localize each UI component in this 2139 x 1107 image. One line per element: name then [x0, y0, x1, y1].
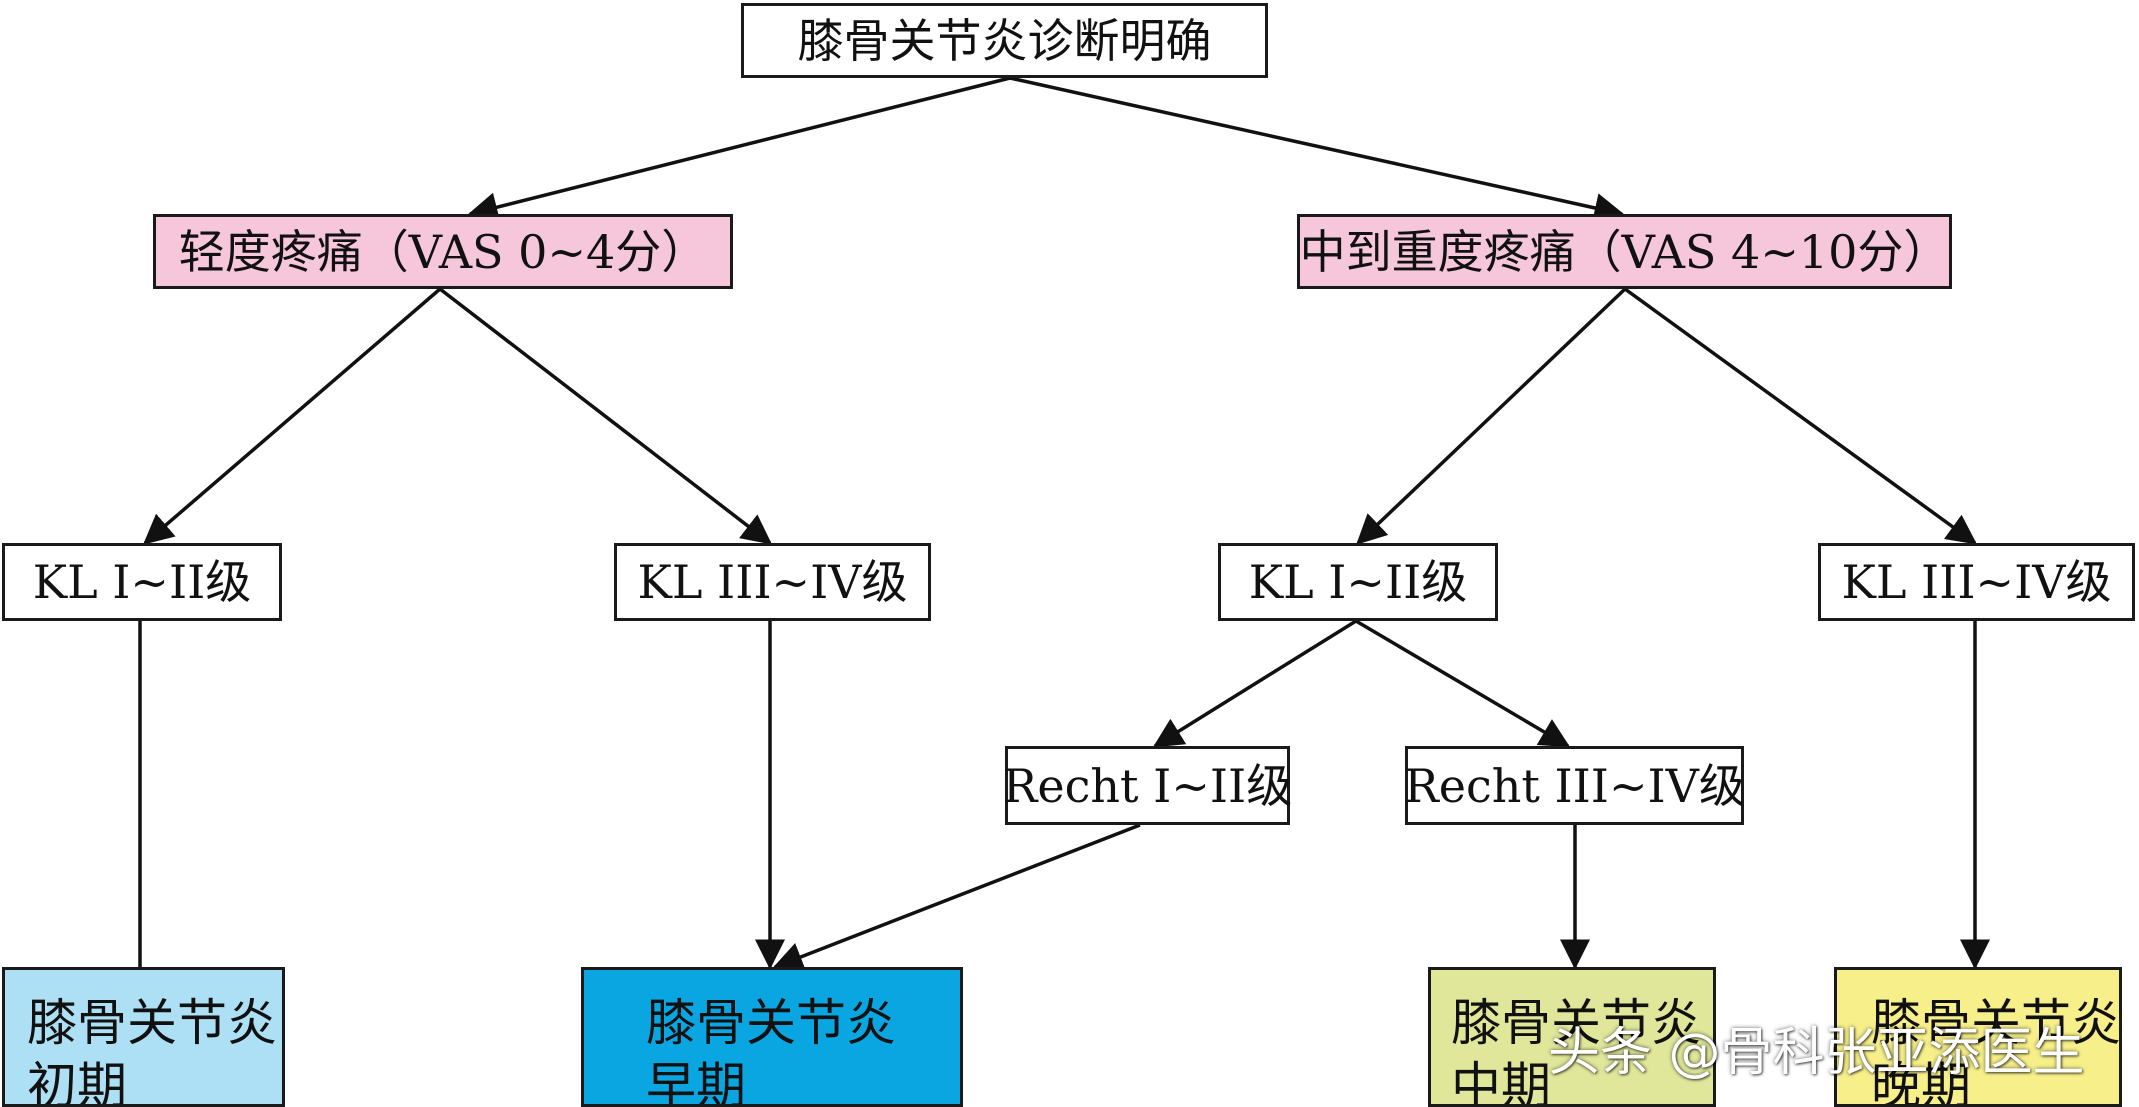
severe-kl-3-4-box: KL III~IV级: [1818, 543, 2135, 621]
stage-middle-line-2: 中期: [1451, 1055, 1551, 1107]
stage-initial-line-1: 膝骨关节炎: [27, 992, 277, 1055]
moderate-severe-pain-box: 中到重度疼痛（VAS 4~10分）: [1297, 214, 1952, 289]
arrow-kl-1-2-to-recht-1-2: [1155, 621, 1356, 746]
arrow-root-to-moderate-severe-pain: [1010, 78, 1622, 214]
severe-kl-1-2-box: KL I~II级: [1218, 543, 1498, 621]
arrow-mild-pain-to-kl-1-2: [145, 289, 440, 543]
arrow-severe-pain-to-kl-3-4: [1625, 289, 1975, 543]
root-diagnosis-box: 膝骨关节炎诊断明确: [741, 3, 1268, 78]
arrow-root-to-mild-pain: [470, 78, 1010, 214]
stage-initial-box: 膝骨关节炎 初期: [2, 967, 285, 1107]
recht-3-4-box: Recht III~IV级: [1405, 746, 1744, 825]
arrow-recht-1-2-to-early-stage: [775, 825, 1140, 967]
stage-initial-line-2: 初期: [27, 1055, 127, 1107]
arrow-kl-1-2-to-recht-3-4: [1356, 621, 1568, 746]
stage-early-line-2: 早期: [646, 1055, 746, 1107]
recht-1-2-box: Recht I~II级: [1005, 746, 1290, 825]
mild-kl-1-2-box: KL I~II级: [2, 543, 282, 621]
mild-pain-box: 轻度疼痛（VAS 0~4分）: [153, 214, 733, 289]
stage-early-box: 膝骨关节炎 早期: [581, 967, 963, 1107]
stage-early-line-1: 膝骨关节炎: [646, 992, 896, 1055]
watermark: 头条 @骨科张亚添医生: [1548, 1010, 2085, 1085]
arrow-mild-pain-to-kl-3-4: [440, 289, 770, 543]
mild-kl-3-4-box: KL III~IV级: [614, 543, 931, 621]
arrow-severe-pain-to-kl-1-2: [1358, 289, 1625, 543]
